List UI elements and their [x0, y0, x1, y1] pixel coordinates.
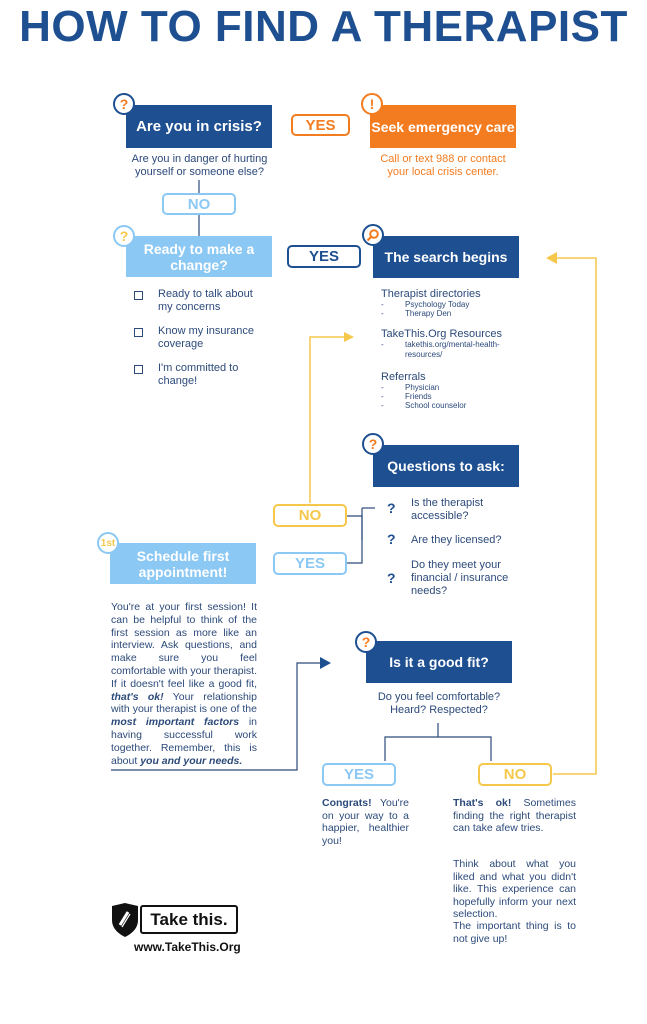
directories-heading: Therapist directories	[381, 288, 481, 300]
footer-url[interactable]: www.TakeThis.Org	[134, 940, 241, 954]
fit-no-pill: NO	[478, 763, 552, 786]
ready-question: Ready to make a change?	[143, 240, 255, 273]
checklist-item: I'm committed to change!	[158, 362, 239, 387]
fit-no-text-3: The important thing is to not give up!	[453, 920, 576, 945]
logo-wordmark: Take this.	[140, 905, 238, 934]
question-icon: ?	[113, 93, 135, 115]
question-item: Is the therapist accessible?	[411, 497, 484, 522]
bullet-dash: -	[381, 392, 384, 401]
bullet-dash: -	[381, 309, 384, 318]
question-icon: ?	[362, 433, 384, 455]
emergency-title: Seek emergency care	[371, 118, 515, 135]
resource-item: Psychology Today	[405, 300, 470, 309]
search-title: The search begins	[384, 249, 508, 265]
crisis-subtext: Are you in danger of hurting yourself or…	[131, 153, 268, 178]
resource-item: takethis.org/mental-health-resources/	[405, 340, 500, 359]
schedule-box: Schedule first appointment!	[110, 543, 256, 584]
schedule-paragraph: You're at your first session! It can be …	[111, 601, 257, 767]
bullet-dash: -	[381, 383, 384, 392]
search-box: The search begins	[373, 236, 519, 278]
question-item: Are they licensed?	[411, 534, 502, 546]
question-mark-icon: ?	[387, 500, 396, 516]
ready-yes-pill: YES	[287, 245, 361, 268]
emergency-subtext: Call or text 988 or contact your local c…	[380, 153, 506, 178]
first-badge-icon: 1st	[97, 532, 119, 554]
crisis-no-pill: NO	[162, 193, 236, 215]
questions-no-pill: NO	[273, 504, 347, 527]
crisis-yes-pill: YES	[291, 114, 350, 136]
question-mark-icon: ?	[387, 570, 396, 586]
crisis-question-box: Are you in crisis?	[126, 105, 272, 148]
resource-item: Friends	[405, 392, 432, 401]
question-icon: ?	[355, 631, 377, 653]
ready-question-box: Ready to make a change?	[126, 236, 272, 277]
resource-item: School counselor	[405, 401, 467, 410]
questions-box: Questions to ask:	[373, 445, 519, 487]
question-mark-icon: ?	[387, 531, 396, 547]
bullet-dash: -	[381, 340, 384, 349]
resource-item: Therapy Den	[405, 309, 452, 318]
fit-no-text-2: Think about what you liked and what you …	[453, 858, 576, 920]
resource-item: Physician	[405, 383, 440, 392]
fit-no-text: That's ok! Sometimes finding the right t…	[453, 797, 577, 834]
checklist-item: Ready to talk about my concerns	[158, 288, 253, 313]
question-icon: ?	[113, 225, 135, 247]
fit-yes-pill: YES	[322, 763, 396, 786]
crisis-question: Are you in crisis?	[136, 117, 262, 135]
bullet-dash: -	[381, 401, 384, 410]
question-item: Do they meet your financial / insurance …	[411, 559, 509, 597]
referrals-heading: Referrals	[381, 371, 426, 383]
takethis-heading: TakeThis.Org Resources	[381, 328, 503, 340]
checklist-item: Know my insurance coverage	[158, 325, 254, 350]
checkbox	[134, 365, 143, 374]
checkbox	[134, 291, 143, 300]
magnifier-icon	[362, 224, 384, 246]
fit-title: Is it a good fit?	[389, 654, 489, 670]
fit-box: Is it a good fit?	[366, 641, 512, 683]
emergency-box: Seek emergency care	[370, 105, 516, 148]
questions-yes-pill: YES	[273, 552, 347, 575]
fit-yes-text: Congrats! You're on your way to a happie…	[322, 797, 409, 847]
schedule-title: Schedule first appointment!	[136, 547, 230, 580]
fit-subtext: Do you feel comfortable? Heard? Respecte…	[377, 691, 501, 716]
questions-title: Questions to ask:	[387, 458, 505, 474]
shield-logo-icon	[110, 903, 140, 937]
exclamation-icon: !	[361, 93, 383, 115]
bullet-dash: -	[381, 300, 384, 309]
page-title: HOW TO FIND A THERAPIST	[19, 2, 628, 51]
checkbox	[134, 328, 143, 337]
